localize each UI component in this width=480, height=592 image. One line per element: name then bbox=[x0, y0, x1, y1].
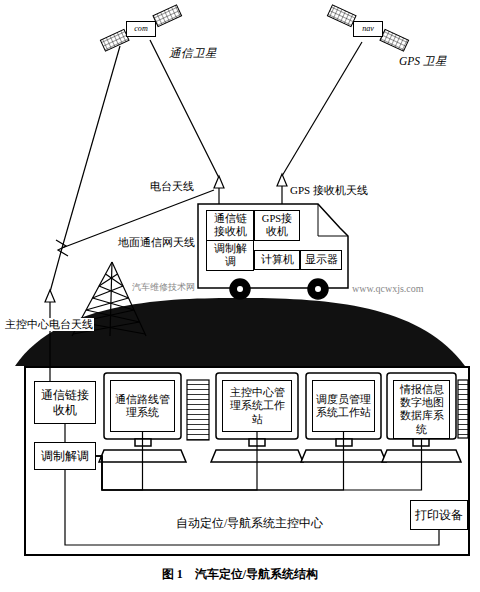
drawing-stroke bbox=[306, 373, 381, 439]
antenna-label: 电台天线 bbox=[150, 180, 194, 193]
node-text: 打印设备 bbox=[415, 508, 463, 522]
node-text: nav bbox=[362, 24, 374, 34]
process-box: 计算机 bbox=[254, 250, 300, 270]
drawing-stroke bbox=[230, 279, 250, 299]
drawing-stroke bbox=[281, 186, 282, 204]
antenna-label: 主控中心电台天线 bbox=[4, 318, 94, 331]
drawing-stroke bbox=[327, 5, 356, 27]
drawing-stroke bbox=[112, 262, 146, 336]
drawing-stroke bbox=[198, 204, 348, 288]
connector-line bbox=[96, 432, 143, 490]
drawing-stroke bbox=[237, 286, 243, 292]
connector-line bbox=[65, 470, 439, 545]
vehicle bbox=[198, 204, 348, 299]
satellite-body: navGPS 卫星 bbox=[353, 21, 383, 37]
node-text: 调制解调 bbox=[209, 243, 251, 268]
drawing-stroke bbox=[150, 40, 219, 178]
process-box: 通信链接收机 bbox=[34, 381, 96, 424]
drawing-stroke bbox=[458, 380, 468, 438]
drawing-stroke bbox=[100, 29, 129, 51]
process-box: 通信链接收机 bbox=[206, 210, 254, 241]
gps-satellite bbox=[327, 5, 408, 51]
drawing-stroke bbox=[218, 188, 219, 204]
drawing-stroke bbox=[277, 174, 287, 186]
drawing-stroke bbox=[214, 176, 224, 188]
antenna-label: GPS 接收机天线 bbox=[290, 184, 368, 197]
antenna-label: 地面通信网天线 bbox=[118, 236, 195, 249]
comm-satellite bbox=[100, 5, 181, 51]
center-frame: 自动定位/导航系统主控中心 通信链接收机调制解调 通信路线管理系统 主控中心管理系统工… bbox=[24, 366, 470, 556]
drawing-stroke bbox=[50, 248, 62, 292]
node-text: 通信链接收机 bbox=[37, 388, 93, 417]
node-text: com bbox=[134, 24, 147, 34]
drawing-stroke bbox=[387, 373, 456, 439]
process-box: 打印设备 bbox=[410, 500, 468, 530]
drawing-stroke bbox=[110, 262, 112, 336]
drawing-stroke bbox=[318, 236, 348, 237]
tower-lattice bbox=[99, 274, 117, 286]
drawing-stroke bbox=[49, 302, 50, 381]
satellite-body: com通信卫星 bbox=[126, 21, 156, 37]
connector-line bbox=[96, 432, 344, 490]
drawing-stroke bbox=[45, 290, 55, 302]
drawing-stroke bbox=[56, 240, 68, 256]
figure-caption: 图 1 汽车定位/导航系统结构 bbox=[0, 566, 480, 583]
node-heading: 通信卫星 bbox=[169, 47, 217, 61]
node-text: 情报信息数字地图数据库系统 bbox=[396, 383, 447, 436]
drawing-stroke bbox=[308, 279, 328, 299]
connector-line bbox=[64, 424, 65, 442]
watermark: www.qcwxjs.com bbox=[352, 283, 424, 295]
node-heading: GPS 卫星 bbox=[399, 55, 447, 69]
drawing-stroke bbox=[282, 42, 362, 176]
drawing-stroke bbox=[216, 373, 298, 439]
process-box: GPS接收机 bbox=[254, 210, 300, 241]
tower-lattice bbox=[99, 286, 129, 298]
node-text: 显示器 bbox=[305, 254, 338, 267]
book-stack bbox=[187, 380, 468, 440]
process-box: 调制解调 bbox=[34, 442, 96, 470]
drawing-stroke bbox=[62, 46, 120, 248]
drawing-stroke bbox=[318, 204, 319, 236]
tower-lattice bbox=[93, 286, 123, 298]
drawing-stroke bbox=[187, 380, 209, 440]
node-text: 计算机 bbox=[261, 254, 294, 267]
monitor-screen: 调度员管理系统工作站 bbox=[312, 380, 375, 432]
monitor-screen: 主控中心管理系统工作站 bbox=[222, 380, 292, 432]
radio-link bbox=[50, 40, 362, 292]
node-text: 调制解调 bbox=[41, 449, 89, 463]
earth-dome bbox=[15, 298, 465, 366]
node-text: GPS接收机 bbox=[257, 213, 297, 238]
process-box: 显示器 bbox=[300, 250, 342, 270]
tower-lattice bbox=[93, 298, 135, 310]
node-text: 通信路线管理系统 bbox=[113, 393, 172, 419]
tower-lattice bbox=[86, 310, 140, 322]
process-box: 调制解调 bbox=[206, 240, 254, 271]
drawing-stroke bbox=[104, 373, 181, 439]
drawing-stroke bbox=[315, 286, 321, 292]
node-text: 调度员管理系统工作站 bbox=[315, 393, 372, 419]
drawing-stroke bbox=[380, 29, 409, 51]
connector-line bbox=[96, 439, 422, 490]
watermark: 汽车维修技术网 bbox=[132, 282, 195, 293]
monitor-symbol bbox=[99, 373, 461, 462]
node-text: 主控中心管理系统工作站 bbox=[225, 386, 289, 426]
drawing-stroke bbox=[153, 5, 182, 27]
node-text: 通信链接收机 bbox=[209, 213, 251, 238]
monitor-screen: 情报信息数字地图数据库系统 bbox=[393, 380, 450, 439]
monitor-screen: 通信路线管理系统 bbox=[110, 380, 175, 432]
tower-lattice bbox=[86, 298, 128, 310]
connector-line bbox=[96, 432, 257, 490]
node-heading: 自动定位/导航系统主控中心 bbox=[176, 516, 323, 530]
